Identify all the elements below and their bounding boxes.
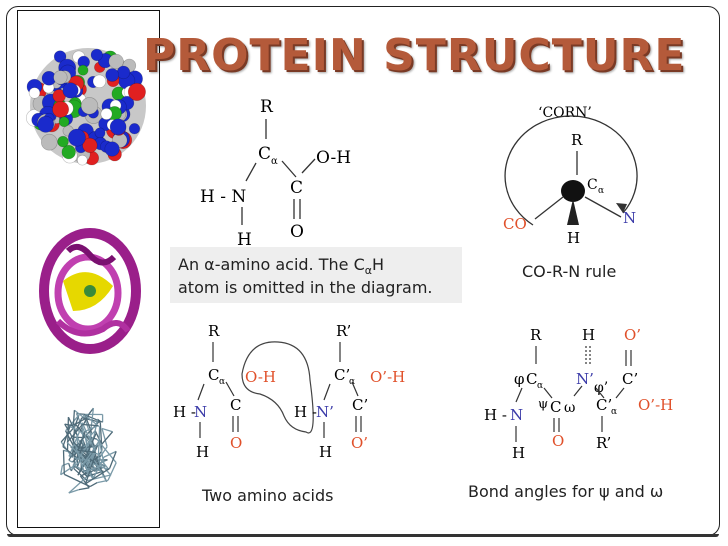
- aa1-n: N: [194, 403, 207, 421]
- ba-n-prime: N’: [576, 370, 594, 388]
- ba-n: N: [510, 406, 523, 424]
- alpha-amino-acid-diagram: R C α O-H C H - N H O: [200, 97, 351, 250]
- bond-angles-diagram: R H O’ φ C α N’ φ’ C’ ψ C ω C’ α O’-H H …: [484, 326, 673, 462]
- ba-hn: H -: [484, 406, 507, 424]
- atom-o: O: [290, 222, 304, 242]
- caption-sub: α: [364, 264, 372, 278]
- aa2-n: N’: [316, 403, 334, 421]
- aa1-o: O: [230, 434, 242, 452]
- aa1-ca: C: [208, 366, 219, 384]
- ba-psi: ψ: [538, 397, 548, 412]
- ba-ca-prime-sub: α: [611, 407, 617, 417]
- ribbon-protein-image: [39, 228, 141, 354]
- page-title: PROTEIN STRUCTURE: [143, 30, 686, 81]
- aa2-o: O’: [351, 434, 368, 452]
- ba-oh: O’-H: [638, 396, 673, 414]
- caption-line1-b: H: [372, 255, 385, 274]
- corn-atom-r: R: [571, 131, 583, 149]
- ba-ca-prime: C’: [596, 396, 612, 414]
- protein-images-panel: [17, 10, 160, 528]
- atom-r: R: [260, 97, 274, 117]
- corn-rule-caption: CO-R-N rule: [522, 262, 617, 281]
- aa1-c: C: [230, 396, 241, 414]
- atom-c-alpha: C: [258, 144, 271, 164]
- ba-h: H: [512, 444, 525, 462]
- ba-ca: C: [526, 370, 537, 388]
- protein-models-illustration: [25, 48, 146, 494]
- aa1-oh: O-H: [245, 368, 276, 386]
- two-amino-acids-diagram: R C α O-H H - N H C O R’ C’ α O’-H H - N…: [173, 322, 405, 461]
- caption-line2: atom is omitted in the diagram.: [178, 278, 433, 297]
- ba-c: C: [550, 398, 561, 416]
- ba-ca-sub: α: [537, 381, 543, 391]
- aa1-h: H: [196, 443, 209, 461]
- stick-protein-image: [60, 407, 117, 494]
- corn-atom-ca: C: [587, 177, 598, 193]
- space-filling-protein-image: [25, 48, 146, 166]
- corn-atom-n: N: [623, 209, 636, 227]
- aa2-c: C’: [352, 396, 368, 414]
- atom-h: H: [237, 230, 252, 250]
- corn-label: ‘CORN’: [538, 105, 592, 121]
- corn-rule-diagram: ‘CORN’ R C α CO N H: [503, 105, 638, 247]
- ba-o-top: O’: [624, 326, 641, 344]
- aa2-h: H: [319, 443, 332, 461]
- ba-r: R: [530, 326, 542, 344]
- two-amino-acids-caption: Two amino acids: [202, 486, 334, 505]
- aa1-hn: H -: [173, 403, 196, 421]
- atom-c-alpha-sub: α: [271, 156, 278, 167]
- ba-phi-prime: φ’: [594, 380, 608, 396]
- corn-atom-ca-sub: α: [598, 186, 604, 196]
- ba-o: O: [552, 432, 564, 450]
- ba-r-prime: R’: [596, 434, 611, 452]
- aa2-r: R’: [336, 322, 351, 340]
- atom-hn: H - N: [200, 187, 246, 207]
- ba-phi: φ: [514, 370, 525, 388]
- corn-atom-h: H: [567, 229, 580, 247]
- ba-h-top: H: [582, 326, 595, 344]
- aa1-ca-sub: α: [219, 377, 225, 387]
- aa2-ca: C’: [334, 366, 350, 384]
- aa2-oh: O’-H: [370, 368, 405, 386]
- aa1-r: R: [208, 322, 220, 340]
- ba-omega: ω: [564, 400, 575, 416]
- atom-c: C: [290, 178, 303, 198]
- bond-angles-caption: Bond angles for ψ and ω: [468, 482, 664, 501]
- ba-c-prime-top: C’: [622, 370, 638, 388]
- atom-oh: O-H: [316, 148, 351, 168]
- aa2-hn: H -: [294, 403, 317, 421]
- alpha-amino-acid-caption: An α-amino acid. The CαH atom is omitted…: [170, 247, 462, 303]
- caption-line1-a: An α-amino acid. The C: [178, 255, 365, 274]
- corn-atom-co: CO: [503, 215, 527, 233]
